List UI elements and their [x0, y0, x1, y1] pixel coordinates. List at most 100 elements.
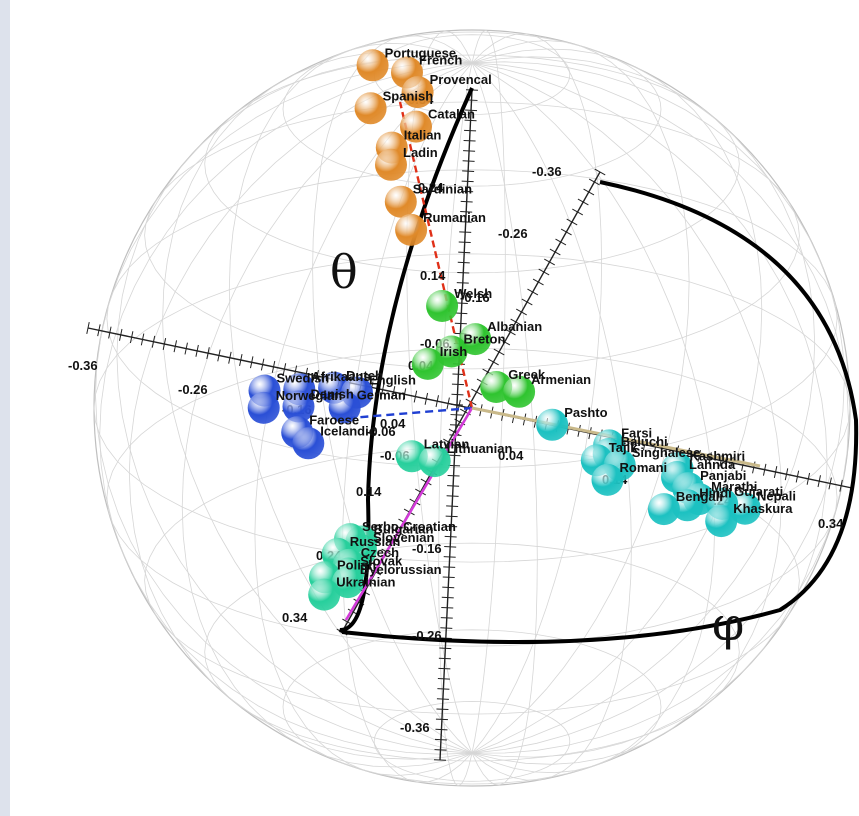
- depth-tick-label: -0.36: [532, 164, 562, 179]
- language-label: Panjabi: [700, 468, 746, 483]
- horizontal-axis-tick: [271, 360, 276, 373]
- vertical-axis-tick: [464, 129, 477, 132]
- depth-axis-tick: [420, 478, 432, 486]
- language-point: [435, 335, 468, 368]
- language-label: German: [357, 387, 406, 402]
- vertical-axis-tick: [462, 160, 475, 162]
- depth-tick-label: 0.34: [282, 610, 308, 625]
- horizontal-axis-tick: [173, 340, 178, 353]
- language-label: Baluchi: [621, 434, 668, 449]
- vertical-tick-label: -0.16: [412, 541, 442, 556]
- vertical-axis-tick: [461, 190, 474, 193]
- horizontal-axis-tick: [697, 450, 701, 462]
- horizontal-axis-tick: [151, 335, 156, 348]
- horizontal-axis-tick: [708, 452, 712, 465]
- germanic-vector: [349, 406, 473, 420]
- vertical-axis-tick: [451, 383, 464, 386]
- language-point: [426, 290, 459, 322]
- horizontal-axis-tick: [719, 454, 723, 467]
- language-point: [384, 185, 417, 218]
- vertical-axis-tick: [438, 657, 451, 660]
- horizontal-axis-tick: [380, 383, 385, 396]
- horizontal-axis-tick: [140, 333, 145, 346]
- vertical-axis-tick: [450, 403, 463, 406]
- horizontal-axis-tick: [184, 342, 188, 355]
- language-label: Romani: [620, 460, 668, 475]
- language-label: Khaskura: [733, 501, 793, 516]
- language-label: Singhalese: [632, 445, 701, 460]
- latitude-line: [204, 542, 740, 762]
- latitude-line: [204, 54, 740, 274]
- depth-axis-tick: [493, 348, 505, 356]
- horizontal-tick-label: -0.36: [68, 358, 98, 373]
- vertical-axis-tick: [458, 241, 471, 244]
- horizontal-axis-tick: [413, 390, 418, 403]
- horizontal-axis-tick: [282, 363, 287, 376]
- vertical-axis-tick: [442, 586, 455, 589]
- language-label: Russian: [350, 534, 401, 549]
- theta-vector: [398, 101, 474, 409]
- theta-symbol: θ: [330, 245, 358, 299]
- phi-arc: [341, 180, 859, 645]
- vertical-axis-tick: [446, 495, 459, 497]
- depth-axis-tick: [499, 338, 511, 346]
- language-label: Slovak: [360, 554, 403, 569]
- language-label: English: [369, 373, 416, 388]
- language-label: Breton: [464, 332, 506, 347]
- language-point: [375, 148, 407, 181]
- vertical-axis-tick: [434, 749, 447, 751]
- language-point: [282, 390, 315, 423]
- depth-axis-tick: [538, 268, 550, 276]
- vertical-axis-tick: [433, 759, 447, 761]
- slavic-vector: [344, 407, 474, 621]
- vertical-axis-tick: [456, 292, 469, 294]
- horizontal-axis-tick: [435, 395, 439, 408]
- language-label: French: [419, 53, 462, 68]
- depth-axis-tick: [504, 328, 516, 336]
- horizontal-tick-label: -0.26: [178, 382, 208, 397]
- language-label: Greek: [508, 367, 546, 382]
- vertical-tick-label: 0.24: [418, 180, 444, 195]
- horizontal-axis-tick: [784, 468, 789, 481]
- horizontal-axis-tick: [217, 349, 221, 362]
- vertical-axis-tick: [439, 637, 452, 639]
- language-point: [647, 493, 680, 526]
- vertical-axis-tick: [449, 424, 463, 426]
- horizontal-axis-tick: [249, 356, 254, 369]
- depth-axis-tick: [516, 308, 527, 316]
- language-label: Ukrainian: [336, 575, 395, 590]
- horizontal-axis-tick: [839, 479, 843, 492]
- depth-axis-tick: [527, 288, 539, 296]
- language-point: [400, 110, 432, 143]
- language-point: [247, 391, 280, 424]
- vertical-axis-tick: [459, 221, 472, 223]
- language-label: Norwegian: [276, 388, 343, 403]
- language-label: Danish: [311, 387, 354, 402]
- depth-axis-tick: [487, 358, 499, 366]
- depth-axis-tick: [572, 208, 584, 216]
- vertical-axis-tick: [463, 150, 476, 152]
- language-label: Bengali: [676, 489, 723, 504]
- horizontal-tick-label: -0.06: [366, 424, 396, 439]
- horizontal-axis-tick: [664, 443, 669, 456]
- vertical-axis-tick: [436, 708, 449, 711]
- language-label: Marathi: [711, 479, 757, 494]
- vertical-axis-tick: [435, 718, 448, 721]
- language-label: Slovenian: [373, 530, 434, 545]
- horizontal-axis-tick: [446, 397, 450, 410]
- horizontal-axis-tick: [391, 386, 396, 398]
- horizontal-axis-tick: [239, 354, 243, 366]
- vertical-axis-tick: [437, 688, 450, 690]
- vertical-axis-tick: [435, 728, 448, 731]
- vertical-axis-tick: [447, 485, 460, 487]
- horizontal-axis-tick: [762, 463, 767, 476]
- horizontal-axis-tick: [162, 338, 167, 350]
- vertical-axis-tick: [463, 139, 476, 142]
- language-label: Dutch: [346, 368, 383, 383]
- vertical-axis-tick: [445, 525, 458, 528]
- language-label: Albanian: [487, 319, 542, 334]
- vertical-axis-tick: [440, 617, 453, 619]
- horizontal-axis-tick: [97, 324, 101, 337]
- language-label: Faroese: [309, 412, 359, 427]
